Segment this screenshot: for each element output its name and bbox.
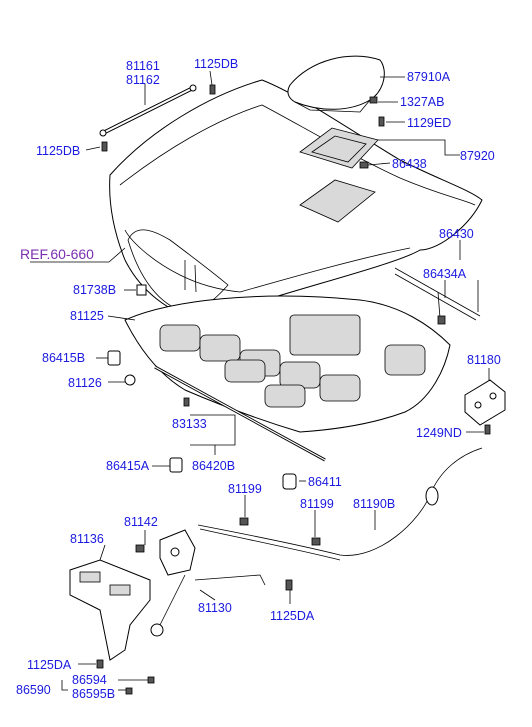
bolt-1249nd [484, 424, 491, 435]
bolt-1125db-left [101, 141, 108, 152]
label-86420b: 86420B [192, 459, 235, 473]
hood-scoop [287, 55, 385, 113]
label-81161: 81161 [126, 59, 160, 73]
latch-mount-81136 [69, 559, 151, 661]
bumper-81738b [136, 284, 147, 296]
label-87910a: 87910A [407, 70, 451, 84]
label-86430: 86430 [439, 227, 474, 241]
label-87920: 87920 [460, 149, 495, 163]
hood-panel [109, 79, 483, 319]
label-81199-b: 81199 [300, 497, 334, 511]
hood-inner-panel [124, 295, 451, 433]
label-86594: 86594 [72, 673, 107, 687]
label-81125: 81125 [70, 309, 104, 323]
bolt-1125da-right [285, 579, 293, 591]
label-81126: 81126 [68, 376, 102, 390]
label-86434a: 86434A [423, 267, 467, 281]
label-81136: 81136 [70, 532, 104, 546]
clip-83133 [183, 397, 190, 407]
label-86438: 86438 [392, 157, 427, 171]
label-81180: 81180 [467, 353, 501, 367]
label-86595b: 86595B [72, 687, 115, 701]
label-81738b: 81738B [73, 283, 116, 297]
label-1125db-left: 1125DB [36, 144, 80, 158]
label-86411: 86411 [308, 475, 342, 489]
cable-clip-81199-b [311, 537, 321, 546]
stay-rod-86420b [154, 365, 326, 462]
latch-bracket-81180 [464, 379, 506, 426]
label-83133: 83133 [172, 417, 207, 431]
bolt-1125da-left [96, 659, 104, 669]
bumper-86415b [107, 350, 121, 366]
nut-1327ab [369, 96, 378, 104]
label-81162: 81162 [126, 73, 160, 87]
label-1125da-right: 1125DA [270, 609, 315, 623]
clip-86595b [125, 687, 133, 695]
grommet-86415a [169, 457, 183, 473]
screw-1129ed [378, 116, 385, 127]
weatherstrip-86430 [394, 267, 481, 321]
label-81199-a: 81199 [228, 482, 262, 496]
bolt-1125db-top [209, 84, 216, 95]
label-1327ab: 1327AB [400, 95, 444, 109]
label-ref-60-660: REF.60-660 [20, 246, 94, 262]
label-86590: 86590 [16, 683, 51, 697]
callout-labels: 81161 81162 1125DB 1125DB 87910A 1327AB … [16, 57, 501, 701]
bolt-81142 [135, 544, 145, 553]
release-cable-81190b [197, 447, 483, 561]
label-86415a: 86415A [106, 459, 150, 473]
label-1129ed: 1129ED [407, 116, 451, 130]
leader-lines [30, 70, 490, 691]
label-81142: 81142 [124, 515, 158, 529]
grommet-86594 [147, 676, 155, 684]
label-81190b: 81190B [353, 497, 395, 511]
label-1125da-left: 1125DA [27, 658, 72, 672]
clip-86434a [437, 315, 446, 325]
clip-81126 [124, 374, 136, 386]
label-1249nd: 1249ND [416, 426, 462, 440]
scoop-inner-87920 [299, 127, 379, 169]
label-86415b: 86415B [42, 351, 85, 365]
cable-clip-81199-a [239, 517, 249, 526]
label-81130: 81130 [198, 601, 232, 615]
hood-latch-81130 [150, 529, 266, 637]
grommet-86411 [282, 473, 297, 490]
clip-86438 [359, 161, 369, 169]
gas-strut [99, 84, 197, 137]
label-1125db-top: 1125DB [194, 57, 238, 71]
